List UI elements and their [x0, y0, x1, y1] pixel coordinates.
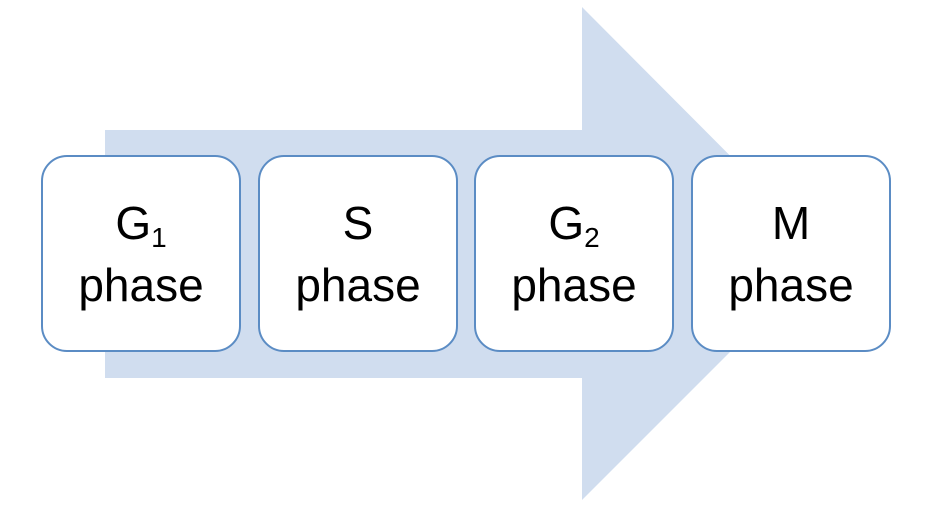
phase-subscript: 1 — [151, 221, 167, 253]
phase-word: phase — [511, 258, 637, 311]
phase-word: phase — [295, 258, 421, 311]
phase-name: S — [343, 192, 374, 254]
phase-name: M — [772, 192, 810, 254]
phase-box-s: S phase — [258, 155, 458, 352]
phase-letter: S — [342, 196, 374, 249]
phase-word: phase — [78, 258, 204, 311]
phase-box-m: M phase — [691, 155, 891, 352]
phase-letter: G — [115, 196, 152, 249]
process-arrow-shape — [105, 7, 828, 500]
phase-subscript: 2 — [584, 221, 600, 253]
phase-box-g1: G1 phase — [41, 155, 241, 352]
phase-letter: G — [548, 196, 585, 249]
phase-name: G2 — [548, 192, 599, 254]
phase-word: phase — [728, 258, 854, 311]
phase-name: G1 — [115, 192, 166, 254]
phase-box-g2: G2 phase — [474, 155, 674, 352]
phase-letter: M — [771, 196, 811, 249]
